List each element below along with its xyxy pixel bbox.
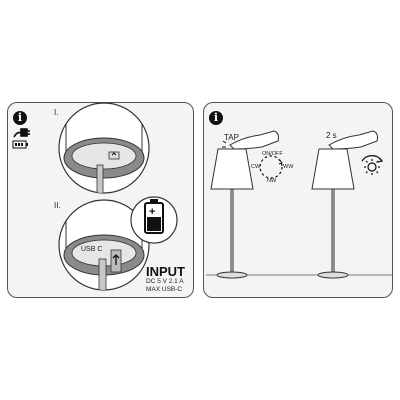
step2-label: II. xyxy=(54,201,61,210)
right-panel-illustrations xyxy=(206,130,392,279)
battery-plus-sign: + xyxy=(149,206,156,218)
duration-label: 2 s xyxy=(326,131,337,140)
info-icon: i xyxy=(209,111,223,125)
step1-illustration xyxy=(58,102,150,194)
input-spec-voltage: DC 5 V 2.1 A xyxy=(146,278,184,285)
power-plug-icon xyxy=(13,128,30,138)
info-icon: i xyxy=(13,111,27,125)
battery-level-icon xyxy=(12,140,28,149)
step1-label: I. xyxy=(54,108,59,117)
mode-nw: NW xyxy=(267,178,277,184)
hand-hold-icon xyxy=(328,130,378,150)
mode-on-off: ON/OFF xyxy=(262,151,283,157)
charging-instructions-panel: i xyxy=(7,102,194,298)
tap-label: TAP xyxy=(224,133,239,142)
brightness-dimming-icon xyxy=(361,155,384,175)
input-title: INPUT xyxy=(146,264,185,279)
floor-lamp-tap xyxy=(210,148,254,279)
input-spec-connector: MAX USB-C xyxy=(146,286,183,293)
battery-charging-icon xyxy=(130,196,178,244)
usb-c-label: USB C xyxy=(81,246,103,253)
mode-cw: CW xyxy=(251,164,261,170)
mode-ww: WW xyxy=(283,164,294,170)
color-mode-cycle-diagram xyxy=(259,155,283,179)
step2-illustration xyxy=(58,199,150,291)
operation-instructions-panel: i xyxy=(203,102,393,298)
left-panel-illustrations xyxy=(12,102,178,291)
hand-tap-icon xyxy=(222,130,279,150)
floor-lamp-hold xyxy=(311,148,355,279)
